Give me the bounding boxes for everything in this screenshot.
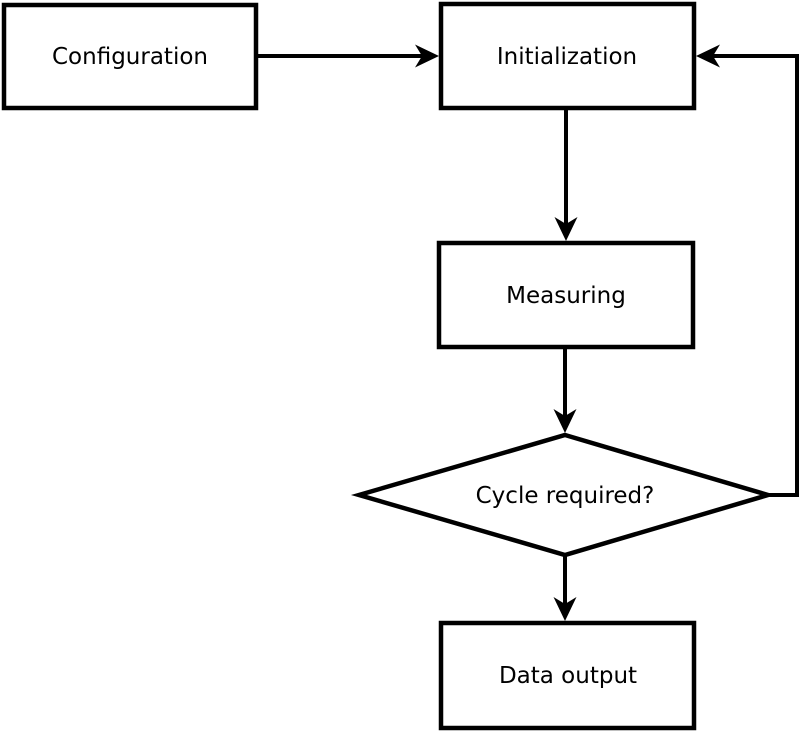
node-initialization-label: Initialization <box>497 44 637 70</box>
arrowhead-right-into-initialization <box>415 44 439 68</box>
node-initialization <box>438 1 697 111</box>
node-data-output-label: Data output <box>499 663 637 689</box>
node-cycle-decision-diamond <box>350 432 776 558</box>
arrowhead-down-into-decision <box>553 409 577 433</box>
arrowhead-down-into-data-output <box>553 597 577 621</box>
node-configuration-label: Configuration <box>52 44 208 70</box>
node-measuring-label: Measuring <box>506 283 626 309</box>
node-data-output <box>438 620 697 731</box>
node-cycle-decision-label: Cycle required? <box>476 483 655 509</box>
node-configuration <box>1 2 259 111</box>
node-measuring <box>436 240 696 350</box>
arrowhead-left-into-initialization <box>696 44 720 68</box>
arrowhead-down-into-measuring <box>554 217 578 241</box>
edge-decision-feedback-to-initialization <box>712 54 799 497</box>
